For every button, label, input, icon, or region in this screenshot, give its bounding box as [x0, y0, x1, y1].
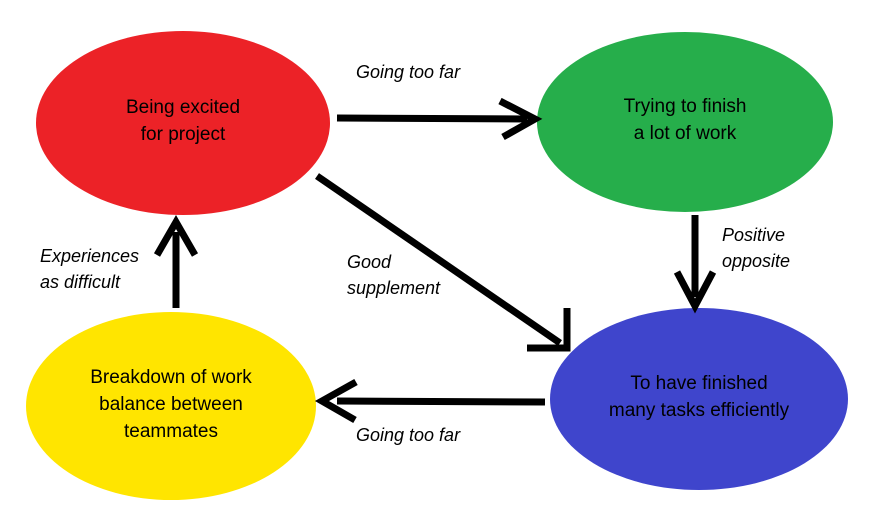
node-shape-trying[interactable] — [537, 32, 833, 212]
node-shape-breakdown[interactable] — [26, 312, 316, 500]
arrow-excited-to-trying — [336, 97, 543, 141]
node-shape-finished[interactable] — [550, 308, 848, 490]
arrow-excited-to-finished — [315, 173, 571, 352]
edge-label-experiences-as-difficult: Experiences as difficult — [40, 246, 140, 292]
arrow-finished-to-breakdown — [314, 378, 546, 424]
edge-label-going-too-far-top: Going too far — [356, 62, 461, 82]
edge-label-going-too-far-bottom: Going too far — [356, 425, 461, 445]
edge-label-good-supplement: Good supplement — [347, 252, 441, 298]
node-shape-excited[interactable] — [36, 31, 330, 215]
arrow-trying-to-finished — [673, 215, 717, 314]
arrow-breakdown-to-excited — [153, 214, 199, 308]
edge-label-positive-opposite: Positive opposite — [722, 225, 791, 271]
